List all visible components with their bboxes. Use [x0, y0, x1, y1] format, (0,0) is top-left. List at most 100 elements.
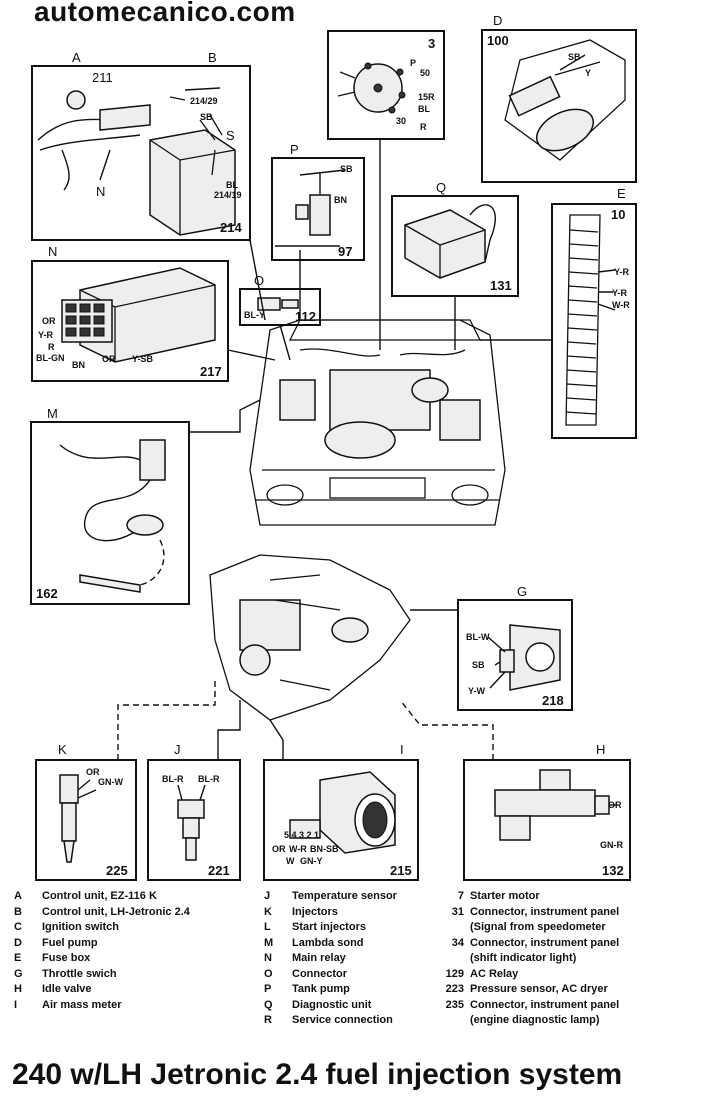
panel-j-letter: J: [174, 742, 181, 757]
n-wire-r: R: [48, 342, 55, 352]
car-engine-bay: [249, 319, 506, 526]
label-15r: 15R: [418, 92, 435, 102]
panel-n: N OR Y-R R BL-GN BN OR Y-SB 217: [31, 244, 229, 382]
panel-p-number: 97: [338, 244, 352, 259]
panel-m: M 162: [30, 406, 190, 605]
panel-o: O BL-Y 112: [239, 273, 321, 326]
o-wire-bl-y: BL-Y: [244, 310, 265, 320]
panel-i-letter: I: [400, 742, 404, 757]
panel-i: I 5 4 3 2 1 OR W-R BN-SB W GN-Y 215: [263, 742, 419, 881]
j-wire-bl-r-2: BL-R: [198, 774, 220, 784]
control-unit-a-body: [99, 104, 151, 131]
panel-n-letter: N: [48, 244, 57, 259]
n-wire-or-2: OR: [102, 354, 116, 364]
n-wire-y-sb: Y-SB: [132, 354, 154, 364]
panel-k-number: 225: [106, 863, 128, 878]
grommet-part: [66, 90, 86, 110]
panel-k: K OR GN-W 225: [35, 742, 137, 881]
p-wire-sb: SB: [340, 164, 353, 174]
label-p: P: [410, 58, 416, 68]
panel-p-letter: P: [290, 142, 299, 157]
k-wire-gn-w: GN-W: [98, 777, 123, 787]
label-r: R: [420, 122, 427, 132]
label-214-29: 214/29: [190, 96, 218, 106]
panel-g-number: 218: [542, 693, 564, 708]
lower-engine: [209, 554, 411, 721]
d-wire-sb: SB: [568, 52, 581, 62]
panel-p: P SB BN 97: [271, 142, 365, 261]
panel-k-letter: K: [58, 742, 67, 757]
panel-h-letter: H: [596, 742, 605, 757]
n-wire-bl-gn: BL-GN: [36, 353, 65, 363]
label-bl: BL: [226, 180, 238, 190]
connector-lines: [117, 139, 552, 760]
j-wire-bl-r-1: BL-R: [162, 774, 184, 784]
panel-3: 3 50 P 15R BL 30 R: [327, 30, 445, 140]
i-wire-or: OR: [272, 844, 286, 854]
panel-a-letter: A: [72, 50, 81, 65]
label-214: 214: [220, 220, 242, 235]
panel-n-number: 217: [200, 364, 222, 379]
label-211: 211: [92, 70, 113, 85]
g-wire-bl-w: BL-W: [466, 632, 490, 642]
i-wire-bn-sb: BN-SB: [310, 844, 339, 854]
e-wire-y-r-1: Y-R: [614, 267, 630, 277]
panel-i-number: 215: [390, 863, 412, 878]
panel-n-inline-letter: N: [96, 184, 105, 199]
h-wire-or: OR: [608, 800, 622, 810]
panel-h: H OR GN-R 132: [463, 742, 631, 881]
panel-g: G BL-W SB Y-W 218: [457, 584, 573, 711]
panel-o-number: 112: [295, 309, 316, 324]
panel-b-letter: B: [208, 50, 217, 65]
p-wire-bn: BN: [334, 195, 347, 205]
panel-q-number: 131: [490, 278, 512, 293]
label-30: 30: [396, 116, 406, 126]
panel-m-letter: M: [47, 406, 58, 421]
n-wire-or-1: OR: [42, 316, 56, 326]
panel-ab: A B 211 214/29 SB S BL 214/19 214 N: [31, 50, 251, 241]
label-bl-3: BL: [418, 104, 430, 114]
e-wire-w-r: W-R: [612, 300, 630, 310]
panel-q: Q 131: [391, 180, 519, 297]
panel-j-number: 221: [208, 863, 230, 878]
panel-e-letter: E: [617, 186, 626, 201]
legend-item: (shift indicator light): [470, 952, 577, 964]
h-wire-gn-r: GN-R: [600, 840, 623, 850]
panel-q-letter: Q: [436, 180, 446, 195]
legend-item: (Signal from speedometer: [470, 921, 606, 933]
label-50: 50: [420, 68, 430, 78]
panel-h-number: 132: [602, 863, 624, 878]
site-title: automecanico.com: [34, 0, 296, 27]
legend-item: (engine diagnostic lamp): [470, 1014, 600, 1026]
panel-d: D 100 SB Y: [481, 13, 637, 183]
panel-o-letter: O: [254, 273, 264, 288]
panel-g-letter: G: [517, 584, 527, 599]
panel-j: J BL-R BL-R 221: [147, 742, 241, 881]
label-214-19: 214/19: [214, 190, 242, 200]
panel-e-number: 10: [611, 207, 625, 222]
